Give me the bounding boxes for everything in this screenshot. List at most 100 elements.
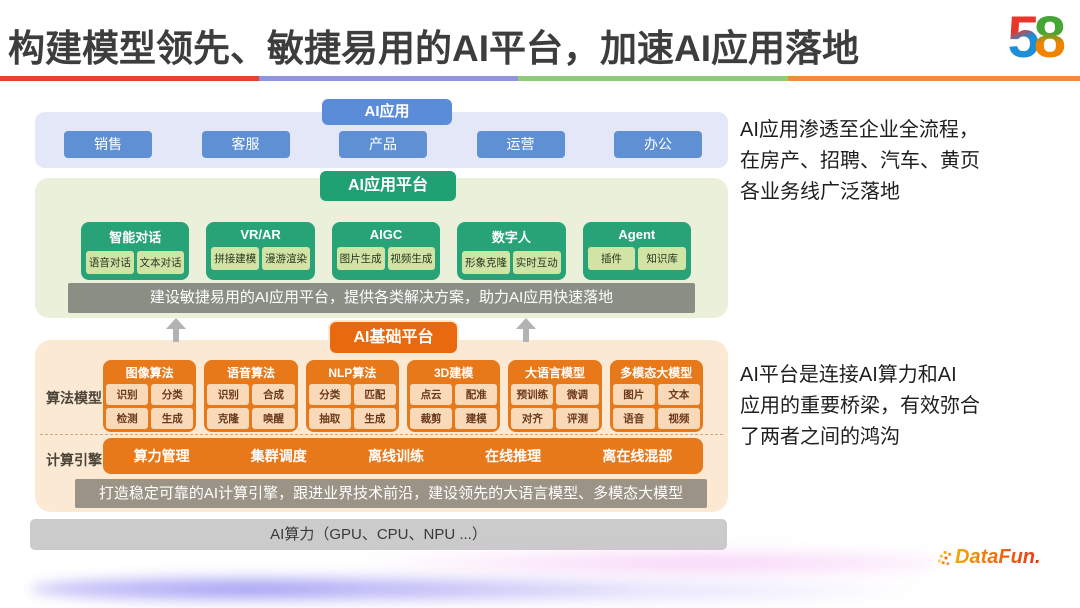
datafun-logo: DataFun. — [938, 546, 1041, 569]
up-arrow-icon — [166, 318, 186, 342]
datafun-dots-icon — [938, 551, 952, 566]
card-title: NLP算法 — [328, 366, 377, 380]
card-item: 匹配 — [353, 384, 396, 405]
note-line: 在房产、招聘、汽车、黄页 — [740, 150, 980, 172]
decor-wave-blue — [30, 572, 650, 606]
app-item-office: 办公 — [614, 131, 702, 158]
card-title: 3D建模 — [433, 366, 474, 380]
card-item: 识别 — [207, 384, 250, 405]
logo-58-five: 5 — [1007, 5, 1040, 70]
card-item: 抽取 — [308, 408, 351, 429]
algo-card-multimodal: 多模态大模型 图片文本语音视频 — [609, 360, 703, 432]
base-layer-header: AI基础平台 — [330, 322, 457, 353]
platform-summary-bar: 建设敏捷易用的AI应用平台，提供各类解决方案，助力AI应用快速落地 — [68, 283, 695, 313]
note-line: AI应用渗透至企业全流程， — [740, 119, 979, 141]
engine-row-label: 计算引擎 — [46, 452, 102, 468]
card-item: 对齐 — [511, 408, 554, 429]
card-item: 点云 — [409, 384, 453, 405]
card-item: 视频 — [657, 408, 700, 429]
card-item: 语音对话 — [86, 251, 134, 274]
card-item: 知识库 — [638, 247, 687, 270]
card-item: 视频生成 — [387, 247, 436, 270]
platform-layer-header: AI应用平台 — [320, 171, 456, 201]
app-item-service: 客服 — [201, 131, 290, 158]
card-item: 文本 — [657, 384, 700, 405]
card-item: 建模 — [455, 408, 498, 429]
card-item: 唤醒 — [252, 408, 295, 429]
side-note-bridge: AI平台是连接AI算力和AI 应用的重要桥梁，有效弥合 了两者之间的鸿沟 — [740, 360, 1072, 453]
app-items-row: 销售 客服 产品 运营 办公 — [64, 131, 702, 158]
card-item: 检测 — [106, 408, 149, 429]
base-layer-container: 算法模型 图像算法 识别分类检测生成 语音算法 识别合成克隆唤醒 NLP算法 分… — [35, 340, 728, 512]
platform-card-vrar: VR/AR 拼接建模漫游渲染 — [206, 222, 315, 280]
card-item: 克隆 — [207, 408, 250, 429]
platform-layer-container: 智能对话 语音对话文本对话 VR/AR 拼接建模漫游渲染 AIGC 图片生成视频… — [35, 178, 728, 318]
card-title: Agent — [618, 227, 656, 242]
card-item: 生成 — [353, 408, 396, 429]
card-item: 实时互动 — [512, 251, 561, 274]
note-line: 应用的重要桥梁，有效弥合 — [740, 395, 980, 417]
card-item: 图片 — [612, 384, 655, 405]
platform-cards-row: 智能对话 语音对话文本对话 VR/AR 拼接建模漫游渲染 AIGC 图片生成视频… — [81, 222, 692, 280]
decor-wave-mid — [380, 578, 940, 604]
card-item: 配准 — [455, 384, 498, 405]
algo-card-speech: 语音算法 识别合成克隆唤醒 — [204, 360, 298, 432]
title-underline — [0, 76, 1080, 81]
algo-card-llm: 大语言模型 预训练微调对齐评测 — [508, 360, 602, 432]
app-layer-header: AI应用 — [322, 99, 452, 125]
note-line: 各业务线广泛落地 — [740, 181, 900, 203]
base-summary-bar: 打造稳定可靠的AI计算引擎，跟进业界技术前沿，建设领先的大语言模型、多模态大模型 — [75, 479, 707, 508]
algo-row-label: 算法模型 — [46, 390, 102, 406]
card-item: 评测 — [556, 408, 599, 429]
card-title: 语音算法 — [226, 366, 275, 380]
card-item: 漫游渲染 — [262, 247, 310, 270]
algo-card-image: 图像算法 识别分类检测生成 — [103, 360, 197, 432]
logo-58-icon: 58 — [1007, 4, 1066, 72]
platform-card-dialog: 智能对话 语音对话文本对话 — [81, 222, 190, 280]
engine-item-compute-mgmt: 算力管理 — [133, 448, 190, 464]
compute-power-bar: AI算力（GPU、CPU、NPU ...） — [30, 519, 727, 550]
card-item: 文本对话 — [136, 251, 185, 274]
logo-58-eight: 8 — [1033, 5, 1066, 70]
platform-card-digital-human: 数字人 形象克隆实时互动 — [457, 222, 566, 280]
algo-card-3d: 3D建模 点云配准裁剪建模 — [406, 360, 501, 432]
card-item: 插件 — [587, 247, 636, 270]
side-note-applications: AI应用渗透至企业全流程， 在房产、招聘、汽车、黄页 各业务线广泛落地 — [740, 115, 1072, 208]
card-title: AIGC — [369, 227, 403, 242]
engine-item-cluster-sched: 集群调度 — [250, 448, 307, 464]
card-title: 多模态大模型 — [620, 366, 693, 380]
card-title: 智能对话 — [109, 230, 162, 245]
card-item: 合成 — [252, 384, 295, 405]
card-item: 分类 — [308, 384, 351, 405]
card-item: 图片生成 — [336, 247, 385, 270]
page-title: 构建模型领先、敏捷易用的AI平台，加速AI应用落地 — [8, 28, 859, 69]
row-divider — [40, 434, 723, 435]
card-item: 预训练 — [511, 384, 554, 405]
algo-cards-row: 图像算法 识别分类检测生成 语音算法 识别合成克隆唤醒 NLP算法 分类匹配抽取… — [103, 360, 703, 432]
algo-card-nlp: NLP算法 分类匹配抽取生成 — [305, 360, 399, 432]
card-item: 生成 — [151, 408, 194, 429]
up-arrow-icon — [516, 318, 536, 342]
engine-bar: 算力管理 集群调度 离线训练 在线推理 离在线混部 — [103, 438, 703, 474]
datafun-wordmark: DataFun. — [955, 546, 1041, 568]
card-item: 分类 — [151, 384, 194, 405]
card-item: 识别 — [106, 384, 149, 405]
engine-item-online-infer: 在线推理 — [485, 448, 542, 464]
card-item: 裁剪 — [409, 408, 453, 429]
card-item: 语音 — [612, 408, 655, 429]
card-title: 大语言模型 — [524, 366, 585, 380]
card-item: 微调 — [556, 384, 599, 405]
note-line: 了两者之间的鸿沟 — [740, 426, 900, 448]
card-item: 拼接建模 — [211, 247, 260, 270]
engine-item-offline-train: 离线训练 — [367, 448, 424, 464]
engine-item-colocation: 离在线混部 — [602, 448, 673, 464]
note-line: AI平台是连接AI算力和AI — [740, 364, 957, 386]
app-item-product: 产品 — [339, 131, 427, 158]
card-title: 图像算法 — [125, 366, 174, 380]
platform-card-aigc: AIGC 图片生成视频生成 — [331, 222, 441, 280]
card-title: 数字人 — [491, 230, 531, 245]
card-title: VR/AR — [240, 227, 281, 242]
app-item-operation: 运营 — [476, 131, 565, 158]
card-item: 形象克隆 — [462, 251, 510, 274]
